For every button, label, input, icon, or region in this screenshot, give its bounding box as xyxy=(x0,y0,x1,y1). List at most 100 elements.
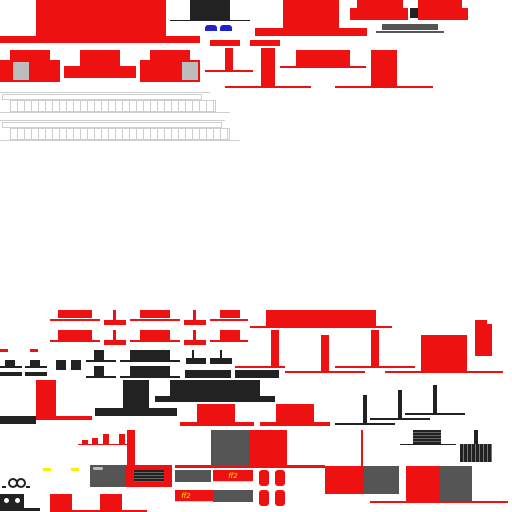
dark-line xyxy=(0,508,40,511)
red-line xyxy=(225,86,311,88)
tag-label: ff2 xyxy=(228,472,238,480)
red-post xyxy=(371,330,379,366)
red-post xyxy=(113,330,116,340)
red-block xyxy=(150,50,190,62)
red-capsule xyxy=(259,470,269,486)
dark-block xyxy=(185,370,231,378)
dark-piece xyxy=(210,358,232,364)
red-post xyxy=(193,310,196,320)
red-panel xyxy=(249,430,287,466)
red-block xyxy=(197,404,235,424)
red-block xyxy=(100,494,122,512)
red-line xyxy=(78,444,128,445)
dark-piece xyxy=(56,360,66,370)
dark-block xyxy=(170,380,260,398)
dark-post xyxy=(398,390,402,418)
red-bar xyxy=(210,40,240,46)
machine-button xyxy=(93,467,103,470)
dark-piece xyxy=(71,360,81,370)
rail xyxy=(2,122,222,128)
yellow-marker xyxy=(43,468,51,471)
red-line xyxy=(370,501,508,503)
red-line xyxy=(250,326,392,328)
yellow-marker xyxy=(71,468,79,471)
rail xyxy=(0,112,230,113)
red-bar xyxy=(250,40,280,46)
red-tick xyxy=(30,349,38,352)
red-flag xyxy=(82,440,88,444)
tag-panel xyxy=(175,470,211,482)
dark-block xyxy=(190,0,230,20)
thin-gray-line xyxy=(376,31,444,33)
blue-wheel-left xyxy=(205,25,217,31)
red-post xyxy=(361,430,363,466)
red-flag xyxy=(103,434,109,444)
red-line xyxy=(205,70,253,72)
wheel-icon xyxy=(2,496,11,505)
red-line xyxy=(184,320,206,325)
red-line xyxy=(260,422,330,426)
red-line xyxy=(180,422,254,426)
red-block xyxy=(475,324,492,356)
red-block xyxy=(80,50,120,66)
red-ledge xyxy=(255,28,367,36)
dark-block xyxy=(130,366,170,376)
rail xyxy=(2,94,202,100)
rail xyxy=(0,120,225,121)
red-block xyxy=(418,0,462,8)
dark-crate xyxy=(460,444,492,462)
gray-tile xyxy=(13,62,29,80)
red-flag xyxy=(92,438,98,444)
dark-line xyxy=(370,418,430,420)
red-pillar xyxy=(371,50,397,86)
red-post xyxy=(271,330,279,366)
red-post xyxy=(113,310,116,320)
red-line xyxy=(184,340,206,345)
dark-line xyxy=(86,360,116,362)
red-capsule xyxy=(275,470,285,486)
dark-line xyxy=(86,376,116,378)
red-line xyxy=(50,319,100,321)
tag-panel-red xyxy=(213,470,253,482)
grid-tile xyxy=(410,8,418,18)
dark-dash xyxy=(2,486,6,488)
dark-piece xyxy=(5,360,15,366)
red-line xyxy=(210,319,248,321)
red-block xyxy=(64,66,136,78)
red-tick xyxy=(0,349,8,352)
dark-slab xyxy=(0,416,36,424)
red-post xyxy=(321,335,329,371)
dark-post xyxy=(363,395,367,423)
red-line xyxy=(335,86,433,88)
red-block xyxy=(475,320,487,326)
dark-block xyxy=(123,380,149,408)
red-block xyxy=(350,8,408,20)
red-line xyxy=(285,371,365,373)
red-capsule xyxy=(259,490,269,506)
red-block xyxy=(418,8,468,20)
tag-underline xyxy=(213,481,253,482)
dark-post xyxy=(433,385,437,413)
dark-post xyxy=(220,350,222,360)
red-block xyxy=(10,50,50,62)
tag-label: ff2 xyxy=(181,492,191,500)
red-line xyxy=(210,340,248,342)
red-line xyxy=(235,366,285,368)
dark-slab xyxy=(155,396,275,402)
rail xyxy=(0,92,210,93)
red-line xyxy=(72,510,147,512)
wheel-icon xyxy=(13,496,22,505)
dark-piece xyxy=(94,366,104,376)
dark-piece xyxy=(186,358,206,364)
red-line xyxy=(104,320,126,325)
large-red-block xyxy=(36,0,166,38)
gray-panel xyxy=(363,466,399,494)
gray-panel xyxy=(211,430,249,466)
dark-line xyxy=(120,376,180,378)
red-block xyxy=(0,60,60,82)
red-block xyxy=(296,50,350,68)
red-pillar xyxy=(127,430,135,468)
red-block xyxy=(276,404,314,424)
dark-line xyxy=(0,366,22,368)
